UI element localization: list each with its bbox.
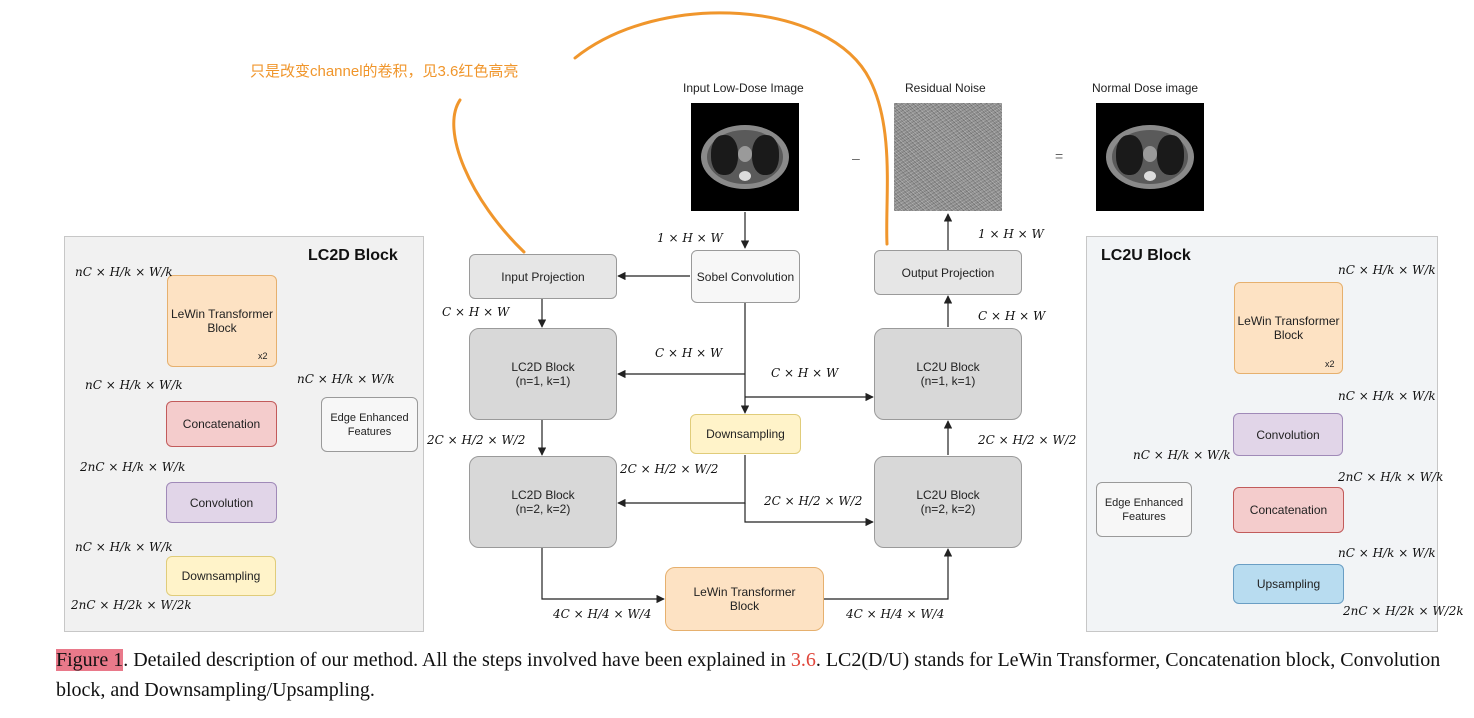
main-lewin-block: LeWin Transformer Block [665, 567, 824, 631]
arrow-down-to-lc2u2 [744, 503, 874, 527]
lc2u-dim-4: 2nC × H/k × W/k [1338, 470, 1444, 484]
lc2u-convolution: Convolution [1233, 413, 1343, 456]
lc2u-x2-badge: x2 [1325, 359, 1335, 369]
dim-2c-right: 2C × H/2 × W/2 [978, 433, 1077, 447]
lc2u-dim-3: nC × H/k × W/k [1133, 448, 1231, 462]
lc2d-panel-title: LC2D Block [308, 247, 398, 264]
annotation-curve-left [452, 98, 526, 254]
lc2u-upsampling: Upsampling [1233, 564, 1344, 604]
annotation-note: 只是改变channel的卷积，见3.6红色高亮 [250, 63, 519, 80]
lc2d-downsampling: Downsampling [166, 556, 276, 596]
dim-input-top: 1 × H × W [657, 231, 723, 245]
input-image-label: Input Low-Dose Image [683, 81, 804, 95]
lc2u-dim-2: nC × H/k × W/k [1338, 389, 1436, 403]
arrow-lewin-to-lc2u2 [824, 548, 953, 600]
dim-c-mid1: C × H × W [655, 346, 723, 360]
lc2d-convolution: Convolution [166, 482, 277, 523]
normal-ct-image [1096, 103, 1204, 211]
lc2d-dim-6: 2nC × H/2k × W/2k [71, 598, 192, 612]
residual-noise-label: Residual Noise [905, 81, 986, 95]
residual-noise-image [894, 103, 1002, 211]
lc2d-x2-badge: x2 [258, 351, 268, 361]
lc2u-panel-title: LC2U Block [1101, 247, 1191, 264]
dim-2c-mid2: 2C × H/2 × W/2 [764, 494, 863, 508]
dim-2c-left: 2C × H/2 × W/2 [427, 433, 526, 447]
lc2u-edge-features: Edge Enhanced Features [1096, 482, 1192, 537]
figure-caption: Figure 1. Detailed description of our me… [56, 645, 1466, 705]
caption-text-a: . Detailed description of our method. Al… [123, 649, 791, 671]
lc2d-dim-2: nC × H/k × W/k [85, 378, 183, 392]
figure-label: Figure 1 [56, 649, 124, 671]
lc2u-block-2: LC2U Block (n=2, k=2) [874, 456, 1022, 548]
lc2d-dim-3: nC × H/k × W/k [297, 372, 395, 386]
equals-sign: = [1055, 148, 1064, 164]
output-projection: Output Projection [874, 250, 1022, 295]
lc2u-dim-1: nC × H/k × W/k [1338, 263, 1436, 277]
lc2u-block-1: LC2U Block (n=1, k=1) [874, 328, 1022, 420]
dim-output-top: 1 × H × W [978, 227, 1044, 241]
section-reference-link[interactable]: 3.6 [790, 649, 816, 671]
lc2d-block-2: LC2D Block (n=2, k=2) [469, 456, 617, 548]
dim-c-mid2: C × H × W [771, 366, 839, 380]
dim-2c-mid1: 2C × H/2 × W/2 [620, 462, 719, 476]
lc2u-dim-6: 2nC × H/2k × W/2k [1343, 604, 1464, 618]
lc2d-concatenation: Concatenation [166, 401, 277, 447]
minus-sign: – [852, 150, 860, 166]
main-downsampling: Downsampling [690, 414, 801, 454]
lc2d-dim-4: 2nC × H/k × W/k [80, 460, 186, 474]
lc2u-dim-5: nC × H/k × W/k [1338, 546, 1436, 560]
dim-4c-left: 4C × H/4 × W/4 [553, 607, 652, 621]
normal-dose-label: Normal Dose image [1092, 81, 1199, 95]
input-ct-image [691, 103, 799, 211]
sobel-convolution: Sobel Convolution [691, 250, 800, 303]
lc2d-lewin-block: LeWin Transformer Block [167, 275, 277, 367]
lc2d-block-1: LC2D Block (n=1, k=1) [469, 328, 617, 420]
dim-c-left: C × H × W [442, 305, 510, 319]
lc2u-lewin-block: LeWin Transformer Block [1234, 282, 1343, 374]
lc2u-concatenation: Concatenation [1233, 487, 1344, 533]
lc2d-dim-1: nC × H/k × W/k [75, 265, 173, 279]
caption-text-b: . LC2(D/U) stands for LeWin Transformer,… [56, 649, 1441, 701]
lc2d-edge-features: Edge Enhanced Features [321, 397, 418, 452]
lc2d-dim-5: nC × H/k × W/k [75, 540, 173, 554]
dim-4c-right: 4C × H/4 × W/4 [846, 607, 945, 621]
input-projection: Input Projection [469, 254, 617, 299]
dim-c-right: C × H × W [978, 309, 1046, 323]
arrow-lc2d2-to-lewin [541, 548, 665, 604]
annotation-curve-right [573, 11, 889, 246]
